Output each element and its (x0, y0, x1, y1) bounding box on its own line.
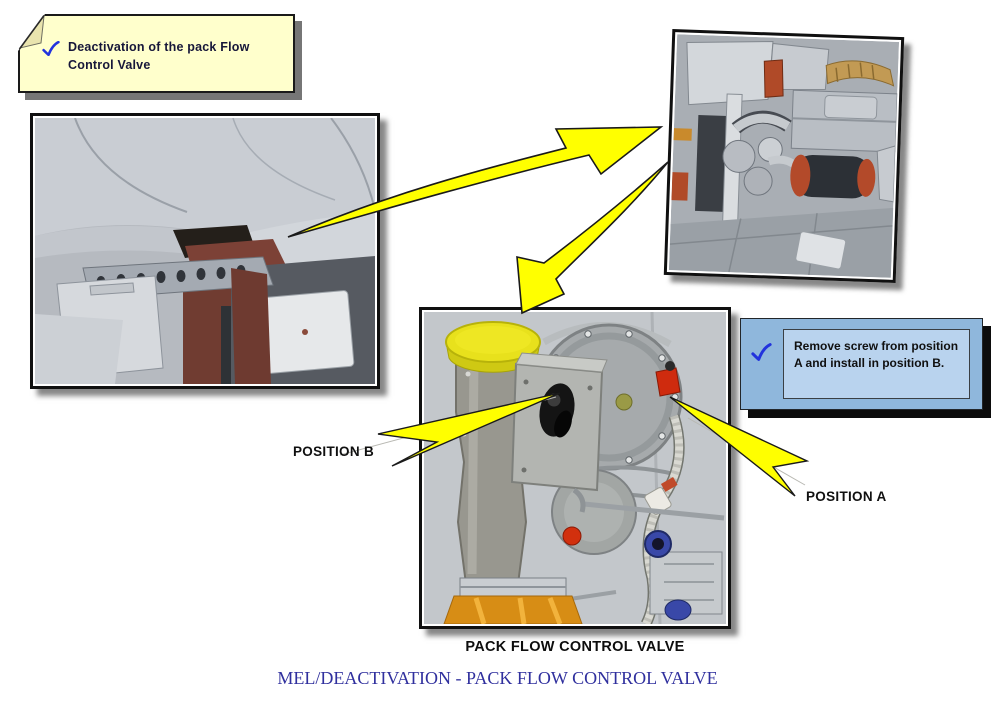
valve-illustration (424, 312, 726, 624)
note-fold-corner (18, 14, 45, 51)
valve-photo-caption: PACK FLOW CONTROL VALVE (465, 639, 685, 655)
check-icon (751, 343, 772, 361)
check-icon (42, 41, 60, 56)
photo-pack-flow-control-valve (419, 307, 731, 629)
label-position-b: POSITION B (293, 444, 375, 459)
note-deactivation-text: Deactivation of the pack Flow Control Va… (68, 40, 250, 73)
photo-pack-bay-machinery (663, 29, 905, 283)
note-remove-screw-text: Remove screw from position A and install… (794, 339, 959, 370)
note-deactivation: Deactivation of the pack Flow Control Va… (18, 14, 295, 93)
note-remove-screw: Remove screw from position A and install… (740, 318, 983, 410)
photo-pack-bay-location (30, 113, 380, 389)
arrow-to-valve-photo (516, 161, 669, 315)
pack-bay-machinery-illustration (668, 34, 900, 278)
fuselage-underside-illustration (35, 118, 375, 384)
label-position-a: POSITION A (806, 489, 887, 504)
page-title: MEL/DEACTIVATION - PACK FLOW CONTROL VAL… (277, 668, 718, 688)
note-remove-screw-box: Remove screw from position A and install… (783, 329, 970, 399)
